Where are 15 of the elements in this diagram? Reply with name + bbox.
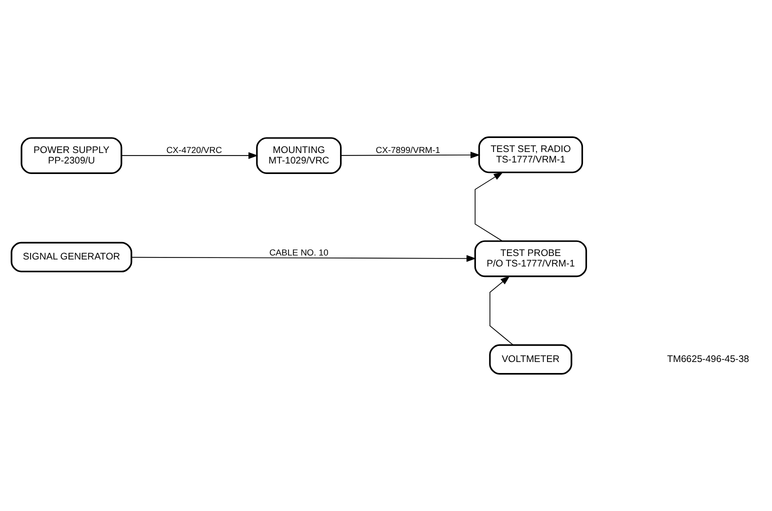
- arrow: [121, 152, 258, 159]
- node-box: VOLTMETER: [489, 344, 572, 375]
- node-box: POWER SUPPLY PP-2309/U: [20, 137, 122, 174]
- edge-label: CX-4720/VRC: [166, 145, 222, 156]
- arrow: [490, 276, 514, 346]
- arrow: [474, 172, 504, 242]
- arrow: [340, 152, 480, 158]
- node-box: TEST PROBE P/O TS-1777/VRM-1: [474, 240, 588, 278]
- edge-label: CX-7899/VRM-1: [376, 145, 440, 156]
- edge-label: CABLE NO. 10: [269, 247, 328, 258]
- arrow: [131, 255, 476, 262]
- label: TM6625-496-45-38: [667, 354, 750, 365]
- node-box: TEST SET, RADIO TS-1777/VRM-1: [478, 136, 584, 174]
- node-box: SIGNAL GENERATOR: [10, 242, 132, 272]
- node-box: MOUNTING MT-1029/VRC: [256, 137, 342, 174]
